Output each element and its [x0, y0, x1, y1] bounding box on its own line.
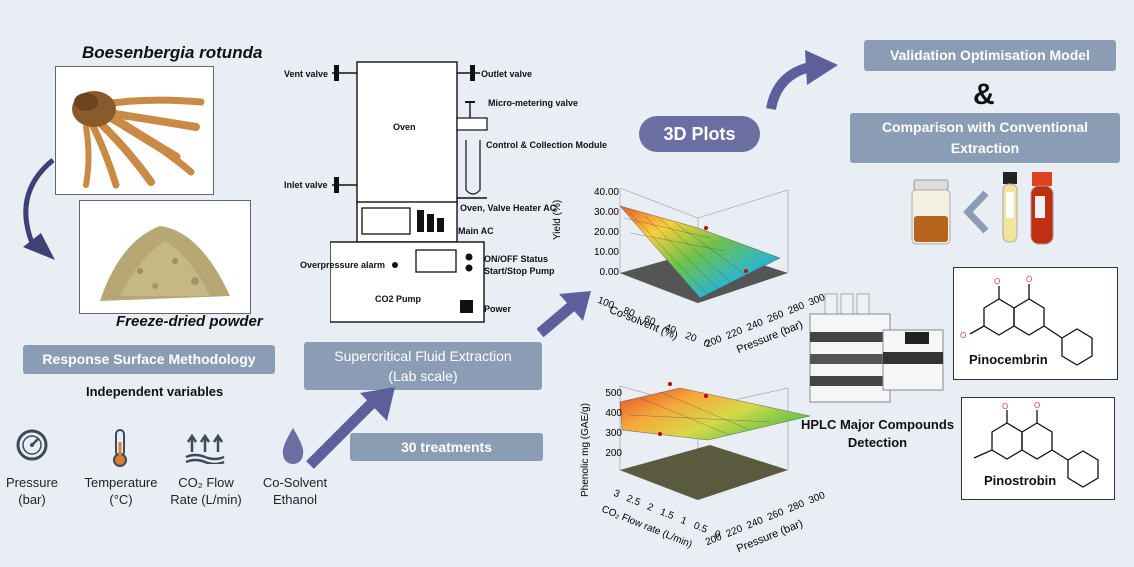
- yield-ztick: 20.00: [593, 227, 619, 238]
- startstop-label: Start/Stop Pump: [484, 266, 555, 276]
- yield-ztick: 0.00: [599, 267, 619, 278]
- power-label: Power: [484, 304, 512, 314]
- powder-image: [79, 200, 251, 314]
- control-module-label: Control & Collection Module: [486, 140, 607, 150]
- phenolic-ytick: 1: [678, 515, 689, 528]
- plots-badge: 3D Plots: [639, 116, 760, 152]
- main-ac-label: Main AC: [458, 226, 494, 236]
- pinostrobin-structure: O O: [961, 397, 1115, 500]
- rhizome-image: [55, 66, 214, 195]
- oven-label: Oven: [393, 122, 416, 132]
- variable-temperature-label: Temperature(°C): [84, 475, 158, 507]
- validation-box: Validation Optimisation Model: [864, 40, 1116, 71]
- rsm-box: Response Surface Methodology: [23, 345, 275, 374]
- variable-pressure-label: Pressure(bar): [5, 475, 59, 507]
- svg-text:O: O: [960, 331, 966, 340]
- phenolic-ztick: 300: [605, 428, 622, 439]
- curved-arrow-down: [23, 158, 55, 260]
- yield-zlabel: Yield (%): [552, 199, 563, 240]
- pinocembrin-label: Pinocembrin: [969, 352, 1048, 367]
- yield-ztick: 30.00: [593, 207, 619, 218]
- sfe-box: Supercritical Fluid Extraction(Lab scale…: [304, 342, 542, 390]
- svg-text:O: O: [1026, 275, 1032, 284]
- chevron-left-icon: [963, 190, 989, 234]
- thermometer-icon: [113, 429, 127, 467]
- inlet-valve-label: Inlet valve: [284, 180, 328, 190]
- hplc-instrument-image: [809, 293, 944, 403]
- phenolic-ztick: 400: [605, 408, 622, 419]
- powder-label: Freeze-dried powder: [116, 313, 263, 330]
- phenolic-ztick: 200: [605, 448, 622, 459]
- phenolic-zlabel: Phenolic mg (GAE/g): [580, 403, 591, 497]
- sample-jar-image: [911, 179, 951, 245]
- flow-arrows-icon: [185, 433, 225, 464]
- outlet-valve-label: Outlet valve: [481, 69, 533, 79]
- yield-ztick: 10.00: [593, 247, 619, 258]
- phenolic-3d-plot: [619, 382, 810, 501]
- phenolic-ztick: 500: [605, 388, 622, 399]
- arrow-to-plots: [537, 291, 591, 338]
- ampersand: &: [973, 78, 995, 111]
- gauge-icon: [16, 429, 48, 461]
- yield-zticks: 40.00 30.00 20.00 10.00 0.00: [585, 183, 619, 283]
- yield-ztick: 40.00: [593, 187, 619, 198]
- sample-tube-red-image: [1030, 172, 1054, 245]
- treatments-box: 30 treatments: [350, 433, 543, 461]
- sfe-schematic: [330, 61, 488, 323]
- pinostrobin-label: Pinostrobin: [984, 473, 1057, 488]
- onoff-label: ON/OFF Status: [484, 254, 549, 264]
- yield-3d-plot: [619, 187, 789, 304]
- svg-text:O: O: [1002, 402, 1008, 411]
- phenolic-xtick: 300: [807, 490, 827, 507]
- phenolic-ytick: 2: [645, 501, 655, 514]
- overpressure-label: Overpressure alarm: [300, 260, 386, 270]
- arrow-to-sfe: [306, 387, 395, 469]
- plant-name: Boesenbergia rotunda: [82, 43, 263, 62]
- rsm-subtitle: Independent variables: [86, 384, 224, 399]
- sample-tube-yellow-image: [1002, 172, 1018, 243]
- heater-label: Oven, Valve Heater AC: [460, 203, 557, 213]
- pinocembrin-structure: O O O: [953, 267, 1118, 380]
- co2-pump-label: CO2 Pump: [375, 294, 422, 304]
- micro-valve-label: Micro-metering valve: [488, 98, 579, 108]
- svg-text:O: O: [994, 277, 1000, 286]
- phenolic-zticks: 500 400 300 200: [596, 384, 622, 464]
- svg-text:O: O: [1034, 401, 1040, 410]
- arrow-to-validation: [766, 50, 838, 111]
- vent-valve-label: Vent valve: [284, 69, 329, 79]
- droplet-icon: [282, 428, 304, 464]
